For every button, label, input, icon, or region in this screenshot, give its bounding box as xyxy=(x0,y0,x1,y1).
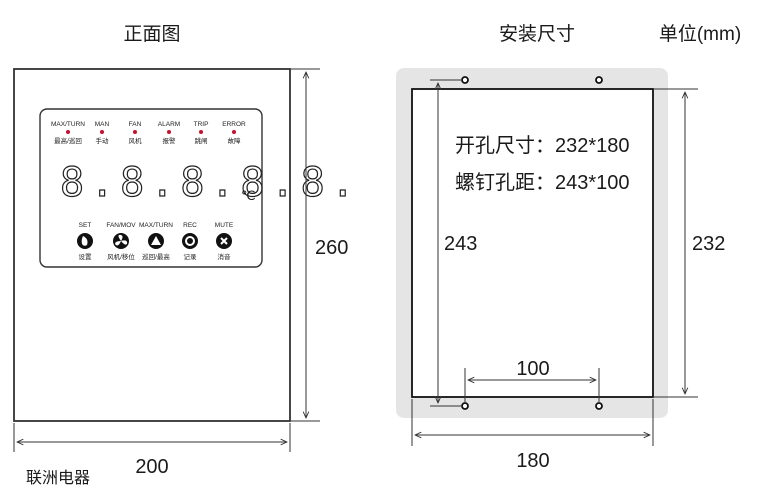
screw-hole xyxy=(595,402,603,410)
button-label: MAX/TURN xyxy=(139,222,173,229)
fan-icon xyxy=(115,234,128,246)
button-label-cn: 消音 xyxy=(218,252,232,261)
indicator-label: MAN xyxy=(95,121,110,128)
segment-display: 8.8.8.8.8. xyxy=(60,160,361,206)
indicator-label-cn: 跳闸 xyxy=(195,136,208,145)
button-label: REC xyxy=(183,222,197,229)
button-labels: SET FAN/MOV MAX/TURN REC MUTE xyxy=(79,222,234,229)
dim-100: 100 xyxy=(516,358,549,380)
indicator-led xyxy=(199,130,203,134)
screw-hole xyxy=(461,76,469,84)
indicator-labels: MAX/TURN MAN FAN ALARM TRIP ERROR xyxy=(51,121,246,128)
indicator-leds xyxy=(66,130,236,134)
indicator-label-cn: 故障 xyxy=(228,136,242,145)
button-label-cn: 风机/移位 xyxy=(107,252,135,261)
front-view-title: 正面图 xyxy=(123,24,180,45)
dim-232: 232 xyxy=(692,233,725,255)
up-triangle-icon xyxy=(151,236,161,245)
screw-holes xyxy=(461,76,603,410)
screw-hole xyxy=(595,76,603,84)
maker-name: 联洲电器 xyxy=(26,469,90,487)
indicator-led xyxy=(167,130,171,134)
cutout-outline xyxy=(411,88,654,398)
button-label: SET xyxy=(79,222,92,229)
button-label-cn: 记录 xyxy=(184,253,198,261)
indicator-label: ERROR xyxy=(222,121,246,128)
button-label: MUTE xyxy=(215,222,234,229)
button-label-cn: 设置 xyxy=(79,252,93,261)
indicator-led xyxy=(133,130,137,134)
unit-label: 单位(mm) xyxy=(659,23,741,45)
install-dim-lines xyxy=(411,79,698,446)
indicator-label: MAX/TURN xyxy=(51,121,85,128)
front-height-dim: 260 xyxy=(315,237,348,259)
indicator-led xyxy=(100,130,104,134)
control-panel xyxy=(39,108,263,268)
indicator-led xyxy=(232,130,236,134)
indicator-label-cn: 最高/巡回 xyxy=(54,136,82,145)
indicator-label-cn: 手动 xyxy=(96,136,110,145)
indicator-label: FAN xyxy=(129,121,142,128)
rec-button[interactable] xyxy=(182,233,198,249)
ring-icon xyxy=(185,236,195,246)
fan-button[interactable] xyxy=(113,233,129,249)
indicator-label-cn: 风机 xyxy=(129,136,143,145)
set-icon xyxy=(81,236,88,246)
indicator-led xyxy=(66,130,70,134)
install-title: 安装尺寸 xyxy=(499,23,575,45)
max-turn-button[interactable] xyxy=(148,233,164,249)
panel-buttons xyxy=(77,233,232,249)
mute-x-icon xyxy=(220,237,228,245)
indicator-label: ALARM xyxy=(158,121,180,128)
button-label-cn: 巡回/最高 xyxy=(142,252,170,261)
set-button[interactable] xyxy=(77,233,93,249)
screw-hole xyxy=(461,402,469,410)
display-unit: ℃ xyxy=(241,188,256,203)
button-label: FAN/MOV xyxy=(106,222,136,229)
indicator-label-cn: 报警 xyxy=(163,136,177,145)
dim-180: 180 xyxy=(516,450,549,472)
indicator-label: TRIP xyxy=(194,121,209,128)
front-dim-lines xyxy=(13,68,320,452)
mute-button[interactable] xyxy=(216,233,232,249)
indicator-labels-cn: 最高/巡回 手动 风机 报警 跳闸 故障 xyxy=(54,136,241,145)
cutout-size-text: 开孔尺寸：232*180 xyxy=(455,134,630,157)
button-labels-cn: 设置 风机/移位 巡回/最高 记录 消音 xyxy=(79,252,232,261)
dim-243: 243 xyxy=(444,233,477,255)
screw-spacing-text: 螺钉孔距：243*100 xyxy=(455,171,630,194)
front-width-dim: 200 xyxy=(135,456,168,478)
